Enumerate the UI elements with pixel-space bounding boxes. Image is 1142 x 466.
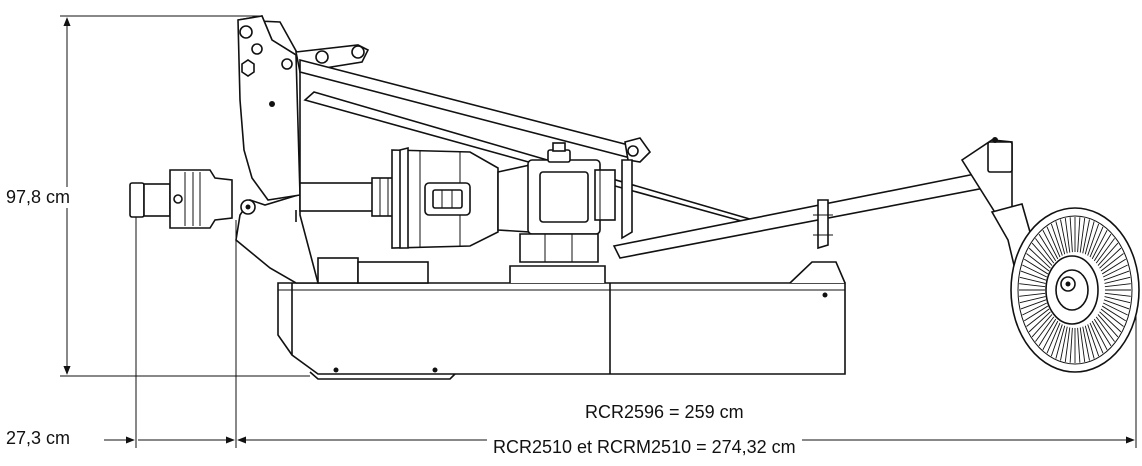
tail-wheel-arm bbox=[612, 137, 1041, 284]
top-link bbox=[295, 44, 761, 240]
hitch-frame bbox=[235, 15, 320, 284]
tire-tread-line bbox=[1060, 326, 1068, 361]
tire-tread-line bbox=[1089, 322, 1104, 354]
tire-tread-line bbox=[1079, 327, 1086, 362]
tire-tread-line bbox=[1093, 318, 1112, 347]
driveline bbox=[129, 142, 616, 263]
tire-tread-line bbox=[1099, 247, 1122, 269]
tire-tread-line bbox=[1077, 327, 1081, 363]
tire-tread-line bbox=[1091, 229, 1108, 260]
tire-tread-line bbox=[1103, 270, 1130, 281]
tire-tread-line bbox=[1097, 242, 1119, 266]
tire-tread-line bbox=[1100, 253, 1124, 272]
tire-tread-line bbox=[1084, 325, 1095, 359]
tire-tread-line bbox=[1020, 299, 1047, 310]
tire-tread-line bbox=[1104, 283, 1131, 288]
tire-tread-line bbox=[1104, 292, 1131, 297]
tire-tread-line bbox=[1095, 316, 1115, 342]
tire-tread-line bbox=[1046, 226, 1061, 258]
tire-tread-line bbox=[1082, 219, 1090, 254]
tire-tread-line bbox=[1031, 314, 1053, 338]
tire-tread-line bbox=[1055, 221, 1066, 255]
tire-tread-line bbox=[1026, 308, 1050, 327]
tire-tread-line bbox=[1104, 296, 1131, 304]
tire-tread-line bbox=[1095, 238, 1115, 264]
tire-tread-line bbox=[1028, 311, 1051, 333]
tire-tread-line bbox=[1093, 233, 1112, 262]
tire-tread-line bbox=[1069, 217, 1073, 253]
tire-tread-line bbox=[1091, 320, 1108, 351]
tire-tread-line bbox=[1042, 320, 1059, 351]
hitch-offset-label: 27,3 cm bbox=[6, 428, 71, 449]
tire-tread-line bbox=[1050, 223, 1063, 256]
tire-tread-line bbox=[1101, 305, 1126, 322]
tire-tread-line bbox=[1019, 283, 1046, 288]
tire-tread-line bbox=[1020, 270, 1047, 281]
mower-deck bbox=[277, 257, 846, 380]
tire-tread-line bbox=[1019, 276, 1046, 284]
tire-tread-line bbox=[1077, 217, 1081, 253]
tire-tread-line bbox=[1100, 308, 1124, 327]
tire-tread-line bbox=[1087, 223, 1100, 256]
tire-tread-line bbox=[1046, 322, 1061, 354]
tire-tread-line bbox=[1022, 302, 1048, 316]
tire-tread-line bbox=[1024, 305, 1049, 322]
tire-tread-line bbox=[1099, 311, 1122, 333]
tire-tread-line bbox=[1031, 242, 1053, 266]
height-dimension-label: 97,8 cm bbox=[6, 187, 71, 208]
tire-tread-line bbox=[1069, 327, 1073, 363]
tire-tread-line bbox=[1089, 226, 1104, 258]
tire-tread-line bbox=[1087, 324, 1100, 357]
tire-tread-line bbox=[1102, 302, 1128, 316]
tire-tread-line bbox=[1050, 324, 1063, 357]
length-rcr2596-label: RCR2596 = 259 cm bbox=[585, 402, 744, 423]
tire-tread-line bbox=[1082, 326, 1090, 361]
tire-tread-line bbox=[1097, 314, 1119, 338]
tire-tread-line bbox=[1038, 233, 1057, 262]
tire-tread-line bbox=[1103, 299, 1130, 310]
length-rcr2510-label: RCR2510 et RCRM2510 = 274,32 cm bbox=[487, 437, 802, 458]
tail-wheel bbox=[1010, 207, 1140, 373]
tire-tread-line bbox=[1024, 258, 1049, 275]
tire-tread-line bbox=[1055, 325, 1066, 359]
tire-tread-line bbox=[1035, 238, 1055, 264]
tire-tread-line bbox=[1084, 221, 1095, 255]
tire-tread-line bbox=[1035, 316, 1055, 342]
tire-tread-line bbox=[1101, 258, 1126, 275]
tire-tread-line bbox=[1019, 296, 1046, 304]
tire-tread-line bbox=[1060, 219, 1068, 254]
tire-tread-line bbox=[1042, 229, 1059, 260]
tire-tread-line bbox=[1104, 276, 1131, 284]
tire-tread-line bbox=[1064, 218, 1071, 253]
tire-tread-line bbox=[1028, 247, 1051, 269]
tire-tread-line bbox=[1038, 318, 1057, 347]
tire-tread-line bbox=[1026, 253, 1050, 272]
tire-tread-line bbox=[1019, 292, 1046, 297]
tire-tread-line bbox=[1079, 218, 1086, 253]
tire-tread-line bbox=[1022, 264, 1048, 278]
tire-tread-line bbox=[1064, 327, 1071, 362]
tire-tread-line bbox=[1102, 264, 1128, 278]
